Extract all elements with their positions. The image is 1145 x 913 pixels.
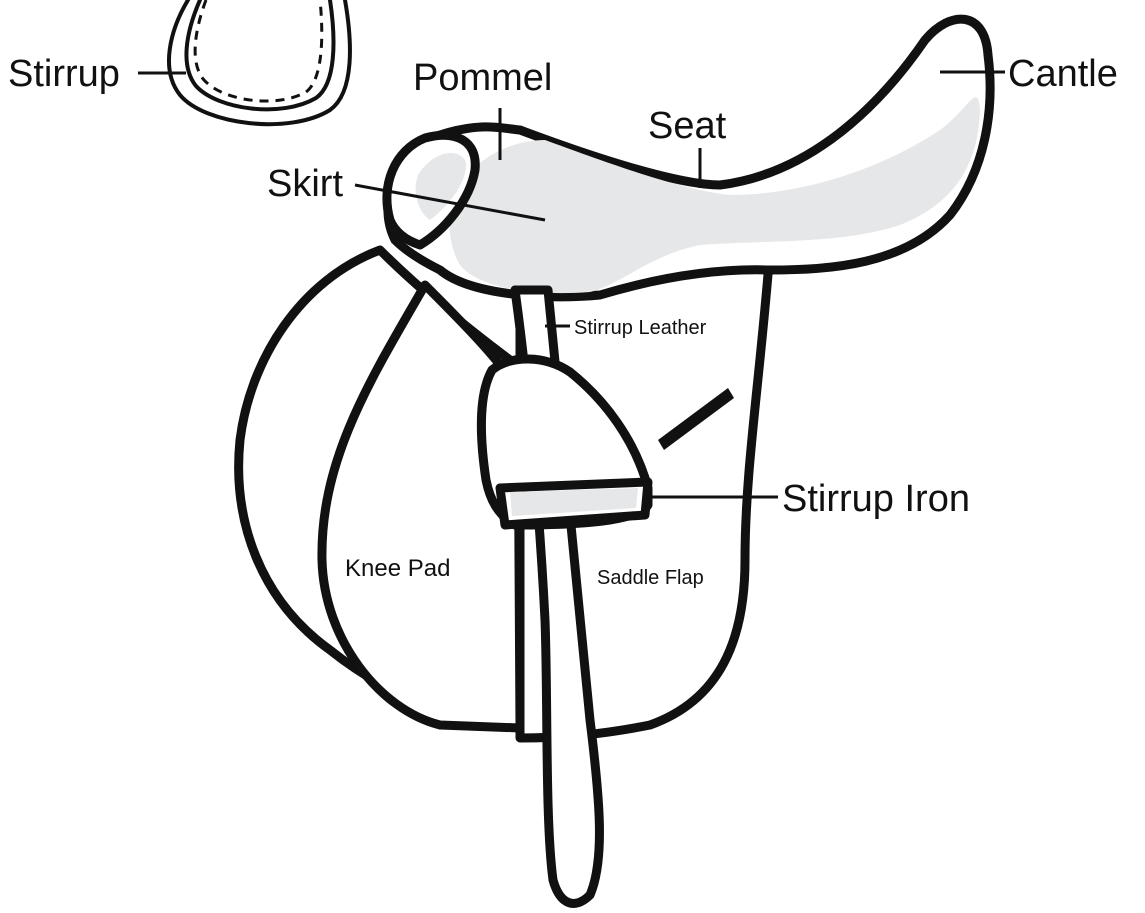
label-stirrup-iron: Stirrup Iron (782, 478, 970, 520)
label-knee-pad: Knee Pad (345, 555, 450, 582)
stirrup-illustration (169, 0, 350, 124)
label-skirt: Skirt (267, 163, 343, 205)
label-saddle-flap: Saddle Flap (597, 567, 704, 589)
label-pommel: Pommel (413, 57, 552, 99)
label-seat: Seat (648, 105, 727, 147)
label-stirrup-leather: Stirrup Leather (574, 317, 707, 339)
label-stirrup: Stirrup (8, 53, 120, 95)
label-cantle: Cantle (1008, 53, 1118, 95)
